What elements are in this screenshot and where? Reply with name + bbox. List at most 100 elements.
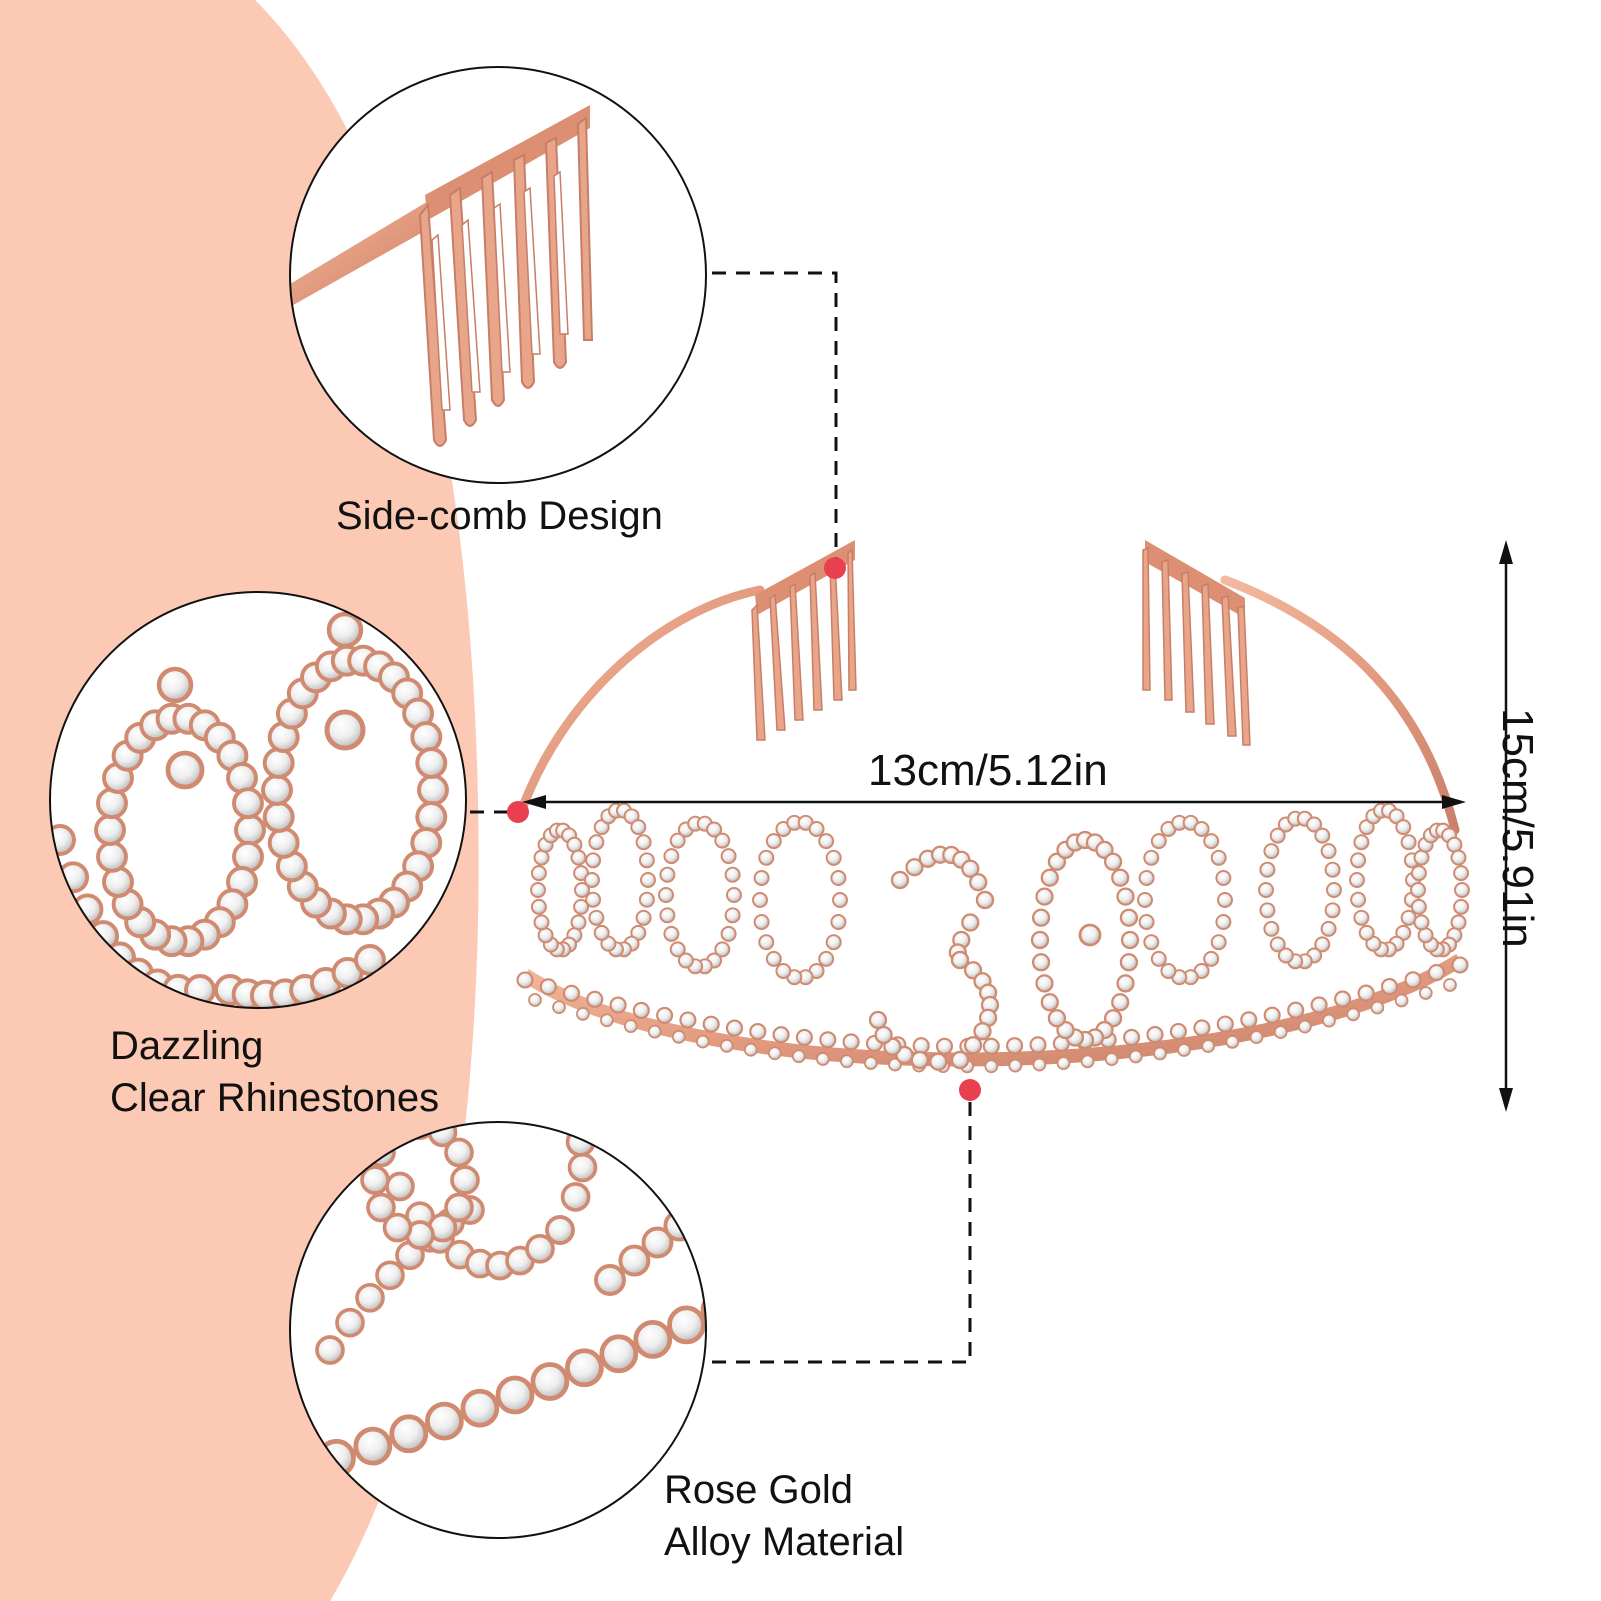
rhinestone xyxy=(574,882,590,898)
rhinestone xyxy=(667,1305,706,1345)
rhinestone xyxy=(808,821,825,837)
rhinestone xyxy=(1138,870,1155,886)
rhinestone xyxy=(659,866,676,883)
rhinestone xyxy=(720,925,737,942)
rhinestone xyxy=(585,891,602,908)
rhinestone xyxy=(1320,843,1337,860)
rhinestone xyxy=(1150,950,1167,967)
rhinestone xyxy=(1137,892,1153,908)
rhinestone xyxy=(1353,909,1370,926)
rhinestone xyxy=(1215,914,1232,930)
rhinestone xyxy=(1259,902,1276,919)
rhinestone xyxy=(1269,827,1286,844)
rhinestone xyxy=(444,1137,474,1168)
side-comb-callout xyxy=(289,66,707,484)
marker-dot-rhinestone xyxy=(507,801,529,823)
rhinestone xyxy=(609,996,627,1014)
rhinestone xyxy=(539,978,557,996)
rhinestone xyxy=(840,1054,854,1069)
rhinestone xyxy=(1215,870,1232,886)
rhinestone xyxy=(743,1042,758,1057)
rhinestone xyxy=(573,898,590,915)
rhinestone xyxy=(232,787,264,820)
rhinestone xyxy=(1404,971,1422,989)
rhinestone xyxy=(720,848,737,865)
rhinestone xyxy=(816,1052,830,1066)
rhinestone xyxy=(1116,887,1135,906)
rhinestone xyxy=(1031,908,1051,927)
rhinestone xyxy=(1047,852,1067,871)
rhinestone xyxy=(658,887,674,903)
rhinestone xyxy=(1258,882,1274,898)
rhinestone xyxy=(262,801,295,833)
rhinestone xyxy=(1104,1052,1119,1067)
rhinestone xyxy=(1450,914,1467,931)
marker-dot-comb xyxy=(824,557,846,579)
rhinestone xyxy=(772,1026,790,1044)
rhinestone xyxy=(961,913,980,932)
rhinestone xyxy=(888,1057,902,1072)
rhinestone xyxy=(1322,1013,1336,1028)
rhinestone xyxy=(1418,986,1433,1000)
rhinestone xyxy=(1120,930,1140,950)
rhinestone xyxy=(975,890,995,910)
callout-connectors xyxy=(470,271,972,1364)
rhinestone xyxy=(677,952,694,969)
rhinestone xyxy=(1417,927,1434,944)
rhinestone xyxy=(969,873,988,892)
rhinestone xyxy=(656,1006,674,1024)
rhinestone xyxy=(1349,872,1365,888)
rhinestone xyxy=(1111,993,1130,1012)
rhinestone xyxy=(530,1362,570,1401)
side-comb-label: Side-comb Design xyxy=(336,494,663,538)
rhinestone xyxy=(641,1226,674,1259)
rhinestone xyxy=(1029,1036,1047,1054)
rhinestone xyxy=(570,914,587,931)
connector-material xyxy=(712,1093,972,1364)
rhinestone xyxy=(1263,1006,1281,1024)
rhinestone xyxy=(679,1011,697,1029)
rhinestone xyxy=(1380,978,1399,996)
rhinestone xyxy=(354,944,386,976)
rhinestone xyxy=(375,1260,405,1291)
rhinestone xyxy=(1287,1001,1305,1019)
rhinestone xyxy=(353,1426,393,1466)
rhinestone xyxy=(1128,1049,1143,1064)
rhinestone xyxy=(1056,1020,1075,1040)
rhinestone xyxy=(1410,882,1426,898)
rhinestone xyxy=(795,1028,813,1046)
rhinestone xyxy=(584,872,600,888)
rhinestone xyxy=(525,1233,555,1264)
marker-dot-band xyxy=(959,1079,981,1101)
rhinestone xyxy=(1177,1043,1191,1057)
rhinestone xyxy=(1217,892,1233,908)
rhinestone xyxy=(560,1182,591,1212)
rhinestone xyxy=(832,892,848,908)
rhinestone xyxy=(1032,1057,1047,1072)
rhinestone xyxy=(775,963,792,979)
rhinestone xyxy=(684,1194,706,1226)
rhinestone xyxy=(1324,902,1341,919)
rhinestone xyxy=(1357,984,1375,1002)
rhinestone xyxy=(234,814,266,846)
rhinestone xyxy=(567,1152,598,1183)
rhinestone xyxy=(659,907,676,924)
tiara-headband xyxy=(515,585,765,820)
rhinestone xyxy=(638,891,655,908)
rhinestone xyxy=(588,834,605,851)
rhinestone xyxy=(1263,920,1280,937)
rhinestone xyxy=(647,1024,662,1039)
rhinestone xyxy=(671,1030,686,1044)
rhinestone xyxy=(1410,865,1427,882)
rhinestone xyxy=(758,849,775,866)
rhinestone xyxy=(1269,936,1286,953)
rhinestone xyxy=(315,1335,345,1365)
rhinestone xyxy=(450,1165,480,1195)
rhinestone xyxy=(355,1282,385,1313)
rhinestone xyxy=(1225,1035,1240,1049)
rhinestone xyxy=(1410,898,1427,915)
rhinestone xyxy=(1334,990,1352,1008)
rhinestone xyxy=(669,941,686,958)
rhinestone xyxy=(1078,923,1102,947)
rhinestone xyxy=(1047,1009,1067,1028)
